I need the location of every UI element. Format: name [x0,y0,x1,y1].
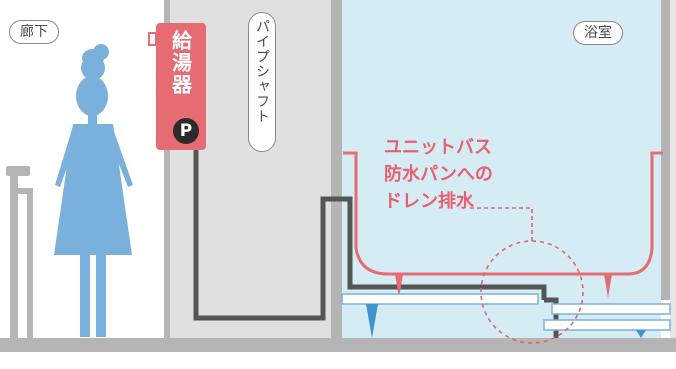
corridor-wall [164,0,170,369]
woman-figure-icon [54,44,133,337]
water-heater-label: 給湯器 [168,30,193,96]
water-heater-box [156,23,206,150]
pipe-shaft-tag: パイプシャフト [248,12,276,152]
drain-highlight-circle [480,240,584,344]
pump-badge: P [173,118,199,144]
drain-pipe [193,150,547,321]
floor-under [0,352,676,369]
right-margin-area [670,0,676,338]
waterproof-pan [341,293,671,331]
pipe-shaft-label: パイプシャフト [254,19,270,124]
caption-line-1: ユニットバス [384,137,492,158]
corridor-railing [6,166,33,342]
shaft-wall [331,0,342,369]
bath-right-wall [661,0,670,300]
water-heater-bracket [148,32,157,46]
pan-supports [366,304,646,338]
bathroom-label: 浴室 [573,21,623,45]
floor-slab [0,338,676,352]
corridor-label: 廊下 [9,20,59,44]
caption-line-2: 防水パンへの [384,164,493,185]
caption-line-3: ドレン排水 [384,191,474,212]
bathtub-outline [343,151,663,276]
bathtub-feet [395,274,612,298]
annotation-leader [470,207,533,241]
drain-caption: ユニットバス 防水パンへの ドレン排水 [384,134,493,215]
